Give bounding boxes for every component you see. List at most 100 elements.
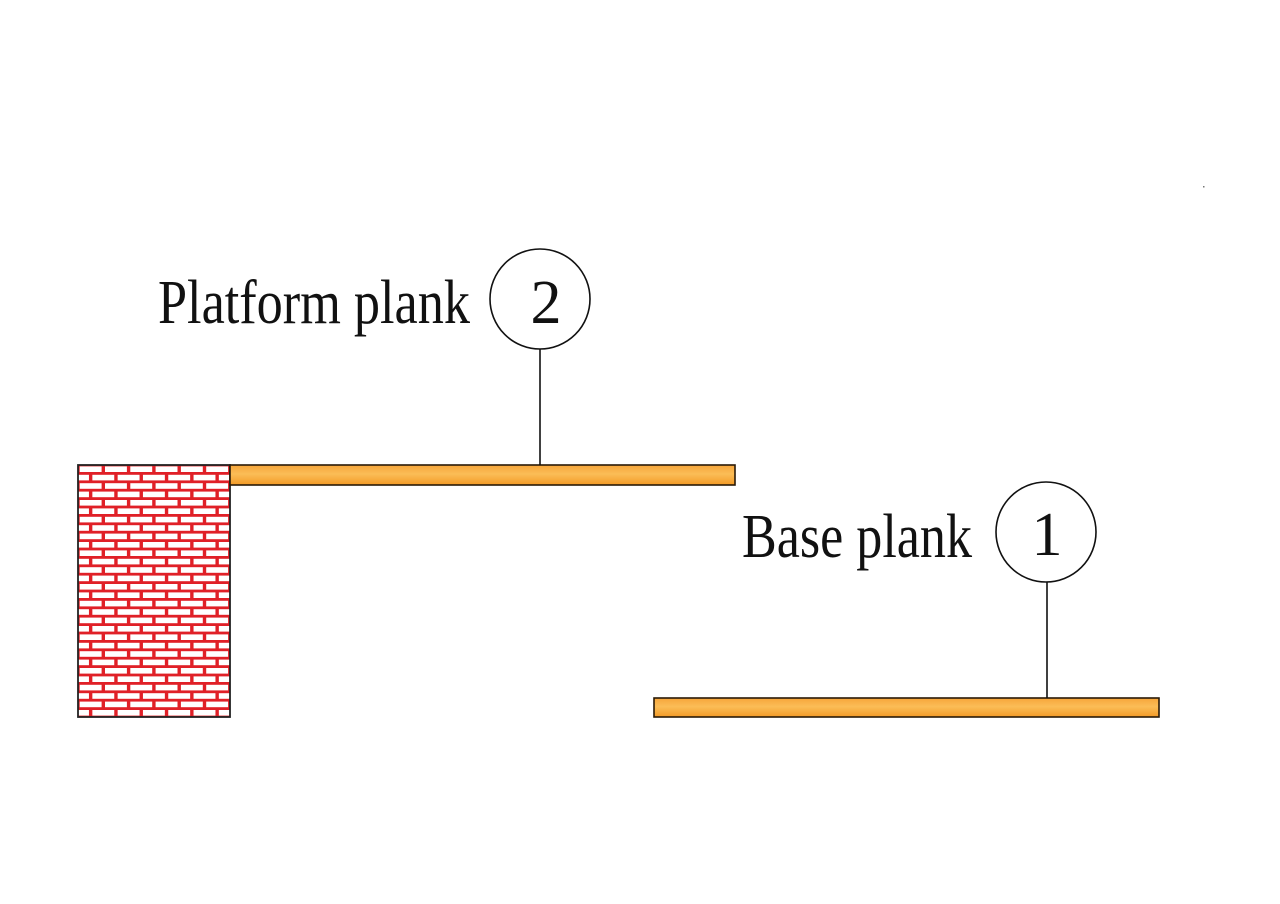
- brick: [142, 659, 165, 666]
- brick: [180, 516, 203, 523]
- brick: [180, 500, 203, 506]
- brick: [78, 693, 89, 699]
- brick: [79, 668, 102, 674]
- brick: [180, 668, 203, 674]
- brick: [206, 600, 229, 607]
- brick: [218, 642, 230, 649]
- brick: [92, 710, 115, 716]
- brick: [206, 668, 229, 674]
- brick: [54, 668, 76, 674]
- brick: [206, 533, 229, 540]
- brick: [92, 508, 115, 514]
- brick: [130, 550, 153, 556]
- brick: [155, 684, 178, 691]
- brick: [117, 508, 140, 514]
- brick: [130, 668, 153, 674]
- brick: [92, 474, 115, 481]
- brick: [193, 626, 216, 632]
- brick: [232, 618, 254, 624]
- brick: [168, 642, 191, 649]
- brick: [180, 584, 203, 590]
- brick: [117, 542, 140, 548]
- base-plank-group: 1 Base plank: [653, 481, 1160, 718]
- brick: [206, 466, 229, 472]
- brick: [105, 584, 127, 590]
- brick: [193, 491, 216, 498]
- brick: [79, 701, 102, 708]
- brick: [117, 626, 140, 632]
- brick: [79, 500, 102, 506]
- brick: [79, 533, 102, 540]
- brick: [117, 525, 140, 531]
- brick: [92, 609, 115, 615]
- brick: [78, 508, 89, 514]
- brick: [232, 534, 254, 540]
- brick: [155, 483, 178, 489]
- brick: [155, 533, 178, 540]
- brick: [117, 659, 140, 666]
- brick: [92, 525, 115, 531]
- brick: [92, 491, 115, 498]
- brick: [78, 710, 89, 716]
- brick: [54, 483, 76, 489]
- brick: [218, 710, 230, 716]
- brick: [54, 634, 76, 640]
- stray-dot: [1203, 186, 1205, 188]
- brick: [79, 466, 102, 472]
- brick: [180, 483, 203, 489]
- brick: [130, 600, 153, 607]
- brick: [193, 710, 216, 716]
- brick: [130, 634, 153, 640]
- brick: [168, 659, 191, 666]
- brick: [232, 584, 254, 590]
- brick: [117, 676, 140, 682]
- brick: [193, 659, 216, 666]
- brick: [79, 634, 102, 640]
- brick: [92, 542, 115, 548]
- brick: [142, 575, 165, 582]
- brick: [54, 500, 76, 506]
- brick: [105, 516, 127, 523]
- base-plank: [653, 697, 1160, 718]
- brick: [142, 626, 165, 632]
- brick: [117, 474, 140, 481]
- brick: [206, 584, 229, 590]
- brick: [105, 500, 127, 506]
- brick: [142, 525, 165, 531]
- brick: [130, 567, 153, 573]
- brick: [142, 609, 165, 615]
- brick: [168, 542, 191, 548]
- brick: [92, 592, 115, 598]
- brick: [117, 558, 140, 565]
- brick: [54, 466, 76, 472]
- brick: [232, 668, 254, 674]
- brick: [79, 483, 102, 489]
- brick: [117, 592, 140, 598]
- brick: [79, 684, 102, 691]
- brick: [168, 609, 191, 615]
- brick: [130, 651, 153, 657]
- brick: [142, 491, 165, 498]
- brick: [232, 601, 254, 607]
- brick: [117, 609, 140, 615]
- brick: [78, 626, 89, 632]
- brick: [54, 567, 76, 573]
- brick: [193, 676, 216, 682]
- brick: [218, 575, 230, 582]
- brick: [117, 710, 140, 716]
- brick: [78, 525, 89, 531]
- brick: [155, 634, 178, 640]
- brick: [168, 676, 191, 682]
- brick: [142, 542, 165, 548]
- platform-plank: [229, 464, 736, 486]
- brick: [155, 500, 178, 506]
- brick: [232, 550, 254, 556]
- brick: [78, 592, 89, 598]
- brick: [79, 516, 102, 523]
- brick: [78, 474, 89, 481]
- brick: [78, 659, 89, 666]
- brick: [155, 617, 178, 624]
- brick: [130, 466, 153, 472]
- brick: [142, 592, 165, 598]
- brick: [193, 474, 216, 481]
